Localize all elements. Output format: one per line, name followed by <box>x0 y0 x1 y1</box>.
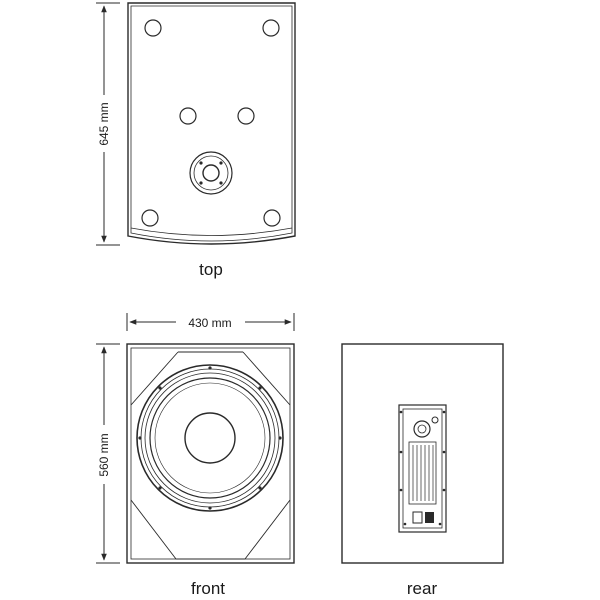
foot-hole-icon <box>141 209 159 227</box>
rear-view: rear <box>341 343 504 598</box>
foot-hole-icon <box>263 209 281 227</box>
front-cabinet-outline <box>126 343 295 564</box>
top-front-edge <box>130 227 293 236</box>
rear-cabinet-outline <box>341 343 504 564</box>
front-view-label: front <box>191 579 225 598</box>
front-grille-frame <box>130 347 291 560</box>
height-dimension-label: 560 mm <box>97 433 111 476</box>
height-dimension: 560 mm <box>96 343 120 564</box>
top-cabinet-inner-outline <box>130 5 293 242</box>
rigging-point-icon <box>237 107 255 125</box>
width-dimension-label: 430 mm <box>188 316 231 330</box>
top-view: 645 mm top <box>96 2 296 279</box>
front-view: front <box>126 343 295 598</box>
top-view-label: top <box>199 260 223 279</box>
power-inlet-icon <box>412 511 423 524</box>
pole-mount-icon <box>189 151 233 195</box>
rear-view-label: rear <box>407 579 438 598</box>
connector-panel <box>398 404 447 533</box>
power-switch-icon <box>425 512 434 523</box>
heatsink-fins <box>412 445 434 501</box>
woofer-icon <box>136 364 284 512</box>
top-cabinet-outline <box>127 2 296 245</box>
foot-hole-icon <box>144 19 162 37</box>
foot-hole-icon <box>262 19 280 37</box>
depth-dimension-label: 645 mm <box>97 102 111 145</box>
connector-icon <box>431 416 439 424</box>
speakon-connector-icon <box>413 420 431 438</box>
front-bevel-lines <box>130 351 291 560</box>
width-dimension: 430 mm <box>126 313 295 331</box>
depth-dimension: 645 mm <box>96 2 120 246</box>
rigging-point-icon <box>179 107 197 125</box>
